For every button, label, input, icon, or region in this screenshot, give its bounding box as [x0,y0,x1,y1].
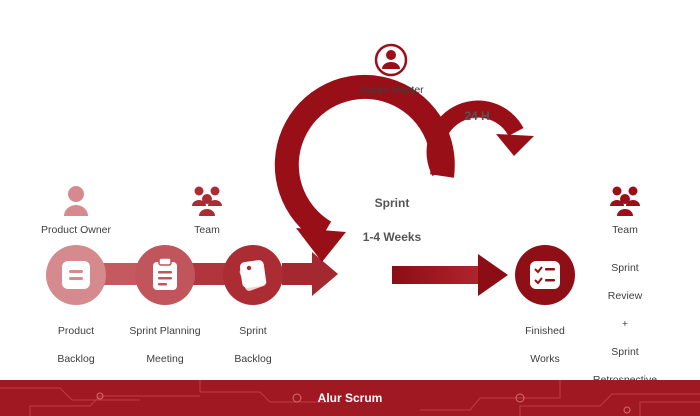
cards-stack-icon [239,260,267,291]
sprint-cycle-ring [274,74,455,243]
connector-2 [190,263,230,285]
step-label-line1: Finished [525,325,565,337]
footer-bar: Alur Scrum [0,380,700,416]
review-line: Sprint [611,262,639,274]
step-label-product-backlog: Product Backlog [26,310,126,380]
step-label-line2: Works [530,353,560,365]
daily-label: 24 H [464,109,490,123]
scrum-diagram [46,43,640,305]
review-line: + [621,318,629,330]
clipboard-icon [153,257,177,290]
circuit-pattern [0,380,700,416]
step-label-sprint-backlog: Sprint Backlog [213,310,293,380]
connector-1 [100,263,140,285]
review-line: Sprint [611,346,639,358]
product-owner-label: Product Owner [40,224,112,236]
step-label-line2: Backlog [234,353,272,365]
step-label-line2: Meeting [146,353,184,365]
product-owner-icon [64,186,88,216]
team-right-label: Team [612,224,638,236]
step-label-line1: Sprint Planning [129,325,201,337]
daily-loop-arrowhead [496,134,534,156]
team-icon-right [610,186,640,216]
arrow-into-sprint [282,252,338,296]
team-left-label: Team [194,224,220,236]
step-label-line1: Sprint [239,325,267,337]
arrow-to-finished [478,254,508,296]
sprint-exit-tail [392,266,480,284]
step-label-finished-works: Finished Works [505,310,585,380]
team-icon-left [192,186,222,216]
scrum-master-icon [374,43,408,77]
footer-title: Alur Scrum [317,391,383,405]
daily-loop-ring [426,100,524,176]
step-label-line2: Backlog [57,353,95,365]
sprint-label-line2: 1-4 Weeks [362,230,422,244]
sprint-cycle-arrowhead [296,228,346,262]
step-label-sprint-planning: Sprint Planning Meeting [115,310,215,380]
step-label-line1: Product [57,325,95,337]
scrum-master-label: Scrum Master [358,84,424,96]
document-icon [62,261,90,289]
review-retro-label: Sprint Review + Sprint Retrospective [585,247,665,401]
review-line: Review [607,290,643,302]
sprint-label: Sprint 1-4 Weeks [342,178,442,263]
sprint-label-line1: Sprint [374,196,410,210]
checklist-icon [530,261,560,289]
